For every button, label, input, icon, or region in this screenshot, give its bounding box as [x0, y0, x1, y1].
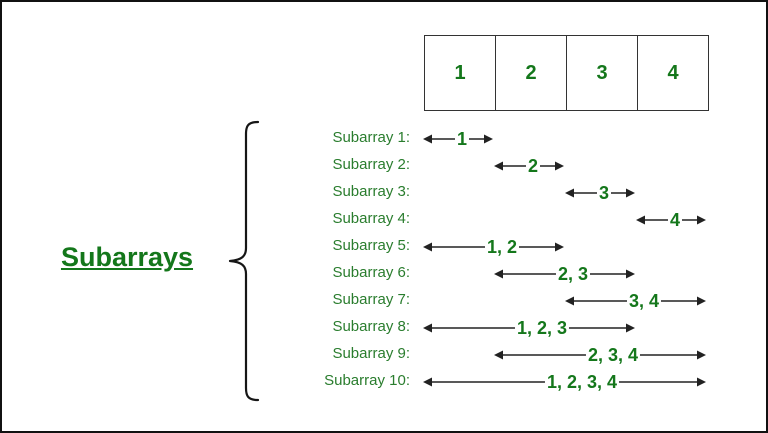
curly-brace	[228, 120, 262, 402]
range-arrow: 1	[422, 126, 494, 152]
array-cell-1: 1	[425, 36, 496, 110]
row-label: Subarray 4:	[332, 210, 410, 227]
row-label: Subarray 9:	[332, 345, 410, 362]
table-row: Subarray 6: 2, 3	[2, 261, 766, 287]
table-row: Subarray 10: 1, 2, 3, 4	[2, 369, 766, 395]
row-label: Subarray 2:	[332, 156, 410, 173]
range-value-label: 2	[525, 153, 541, 179]
table-row: Subarray 8: 1, 2, 3	[2, 315, 766, 341]
range-arrow: 1, 2, 3	[422, 315, 636, 341]
table-row: Subarray 1: 1	[2, 126, 766, 152]
row-label: Subarray 3:	[332, 183, 410, 200]
range-value-label: 4	[667, 207, 683, 233]
table-row: Subarray 9: 2, 3, 4	[2, 342, 766, 368]
range-arrow: 3, 4	[564, 288, 707, 314]
range-value-label: 1, 2	[484, 234, 520, 260]
range-value-label: 1, 2, 3	[514, 315, 570, 341]
array-cell-2: 2	[496, 36, 567, 110]
row-label: Subarray 10:	[324, 372, 410, 389]
range-value-label: 2, 3, 4	[585, 342, 641, 368]
page-title: Subarrays	[60, 242, 194, 272]
range-arrow: 1, 2	[422, 234, 565, 260]
range-arrow: 4	[635, 207, 707, 233]
range-value-label: 3, 4	[626, 288, 662, 314]
table-row: Subarray 5: 1, 2	[2, 234, 766, 260]
row-label: Subarray 5:	[332, 237, 410, 254]
row-label: Subarray 1:	[332, 129, 410, 146]
range-value-label: 1	[454, 126, 470, 152]
array-cell-3: 3	[567, 36, 638, 110]
range-value-label: 1, 2, 3, 4	[544, 369, 620, 395]
range-arrow: 3	[564, 180, 636, 206]
row-label: Subarray 8:	[332, 318, 410, 335]
table-row: Subarray 7: 3, 4	[2, 288, 766, 314]
range-arrow: 2	[493, 153, 565, 179]
range-arrow: 1, 2, 3, 4	[422, 369, 707, 395]
table-row: Subarray 2: 2	[2, 153, 766, 179]
range-arrow: 2, 3, 4	[493, 342, 707, 368]
table-row: Subarray 4: 4	[2, 207, 766, 233]
row-label: Subarray 6:	[332, 264, 410, 281]
row-label: Subarray 7:	[332, 291, 410, 308]
table-row: Subarray 3: 3	[2, 180, 766, 206]
range-value-label: 2, 3	[555, 261, 591, 287]
range-value-label: 3	[596, 180, 612, 206]
array-cell-4: 4	[667, 61, 679, 84]
range-arrow: 2, 3	[493, 261, 636, 287]
